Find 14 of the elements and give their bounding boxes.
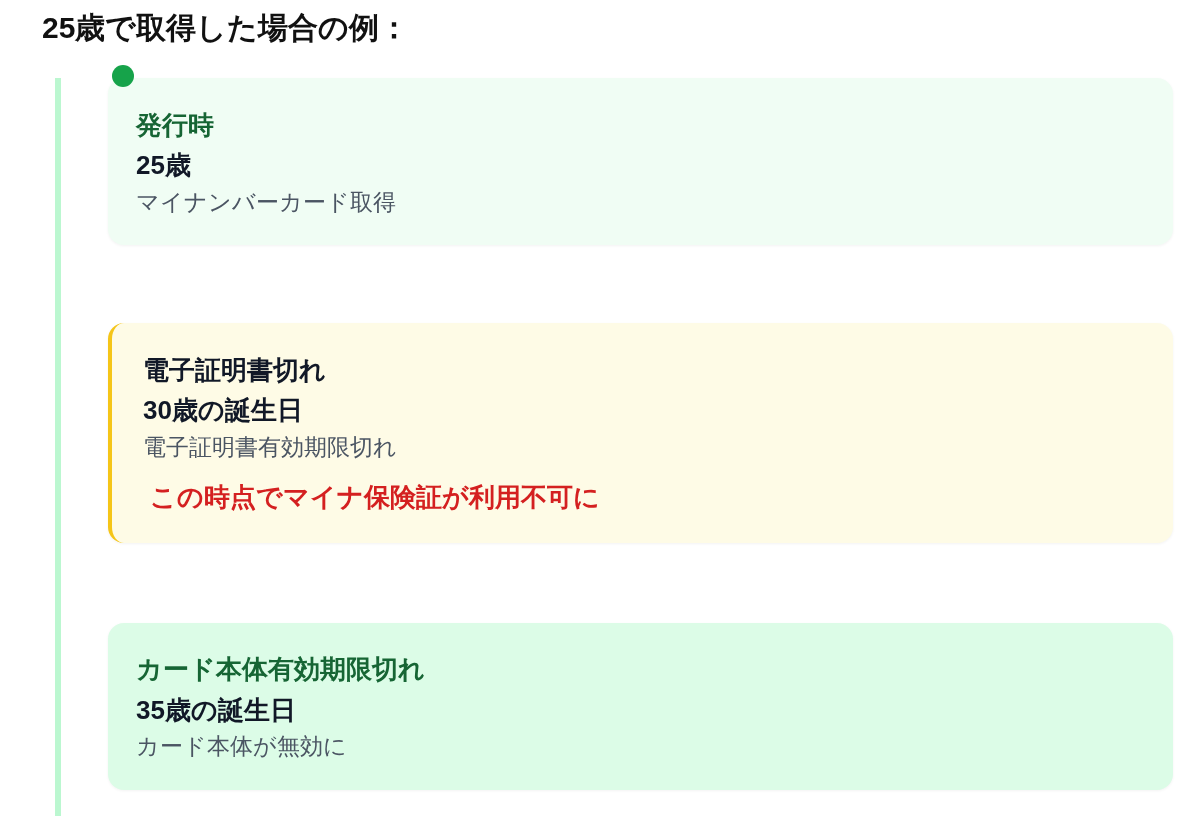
title-text: 25歳で取得した場合の例： [42, 10, 410, 46]
description-text: カード本体が無効に [136, 731, 347, 761]
age-label: 30歳の誕生日 [143, 393, 303, 427]
card-heading: 発行時 [136, 108, 214, 142]
age-label: 35歳の誕生日 [136, 693, 296, 727]
age-label: 25歳 [136, 148, 191, 182]
card-heading: カード本体有効期限切れ [136, 652, 425, 686]
description-text: 電子証明書有効期限切れ [143, 432, 397, 462]
timeline-card [108, 78, 1173, 245]
warning-text: この時点でマイナ保険証が利用不可に [150, 480, 600, 514]
card-heading: 電子証明書切れ [143, 353, 326, 387]
description-text: マイナンバーカード取得 [136, 187, 396, 217]
timeline-card [108, 323, 1173, 543]
timeline-card [108, 623, 1173, 790]
